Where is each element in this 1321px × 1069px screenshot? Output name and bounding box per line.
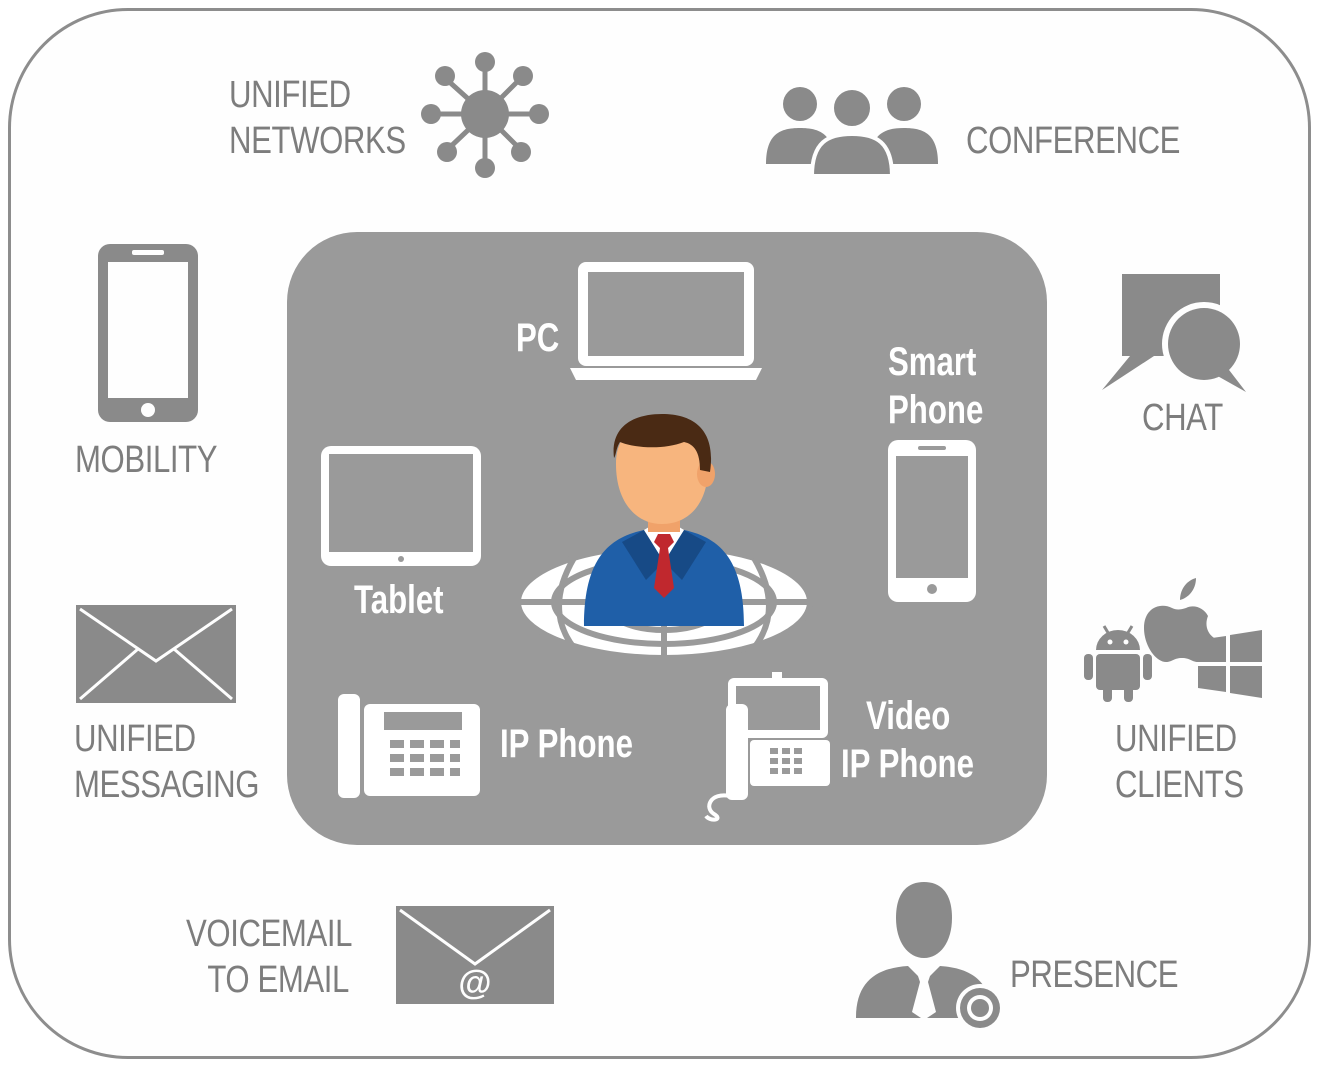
svg-text:@: @ xyxy=(458,964,491,1002)
network-hub-icon xyxy=(421,52,549,178)
label-line: IP Phone xyxy=(500,722,633,766)
label-ip-phone: IP Phone xyxy=(500,720,633,768)
smartphone-icon xyxy=(888,440,976,602)
label-voicemail-to-email: VOICEMAIL TO EMAIL xyxy=(186,911,352,1003)
label-line: CHAT xyxy=(1142,397,1223,439)
label-conference: CONFERENCE xyxy=(966,118,1180,164)
label-line: NETWORKS xyxy=(229,120,406,162)
user-presence-icon xyxy=(856,882,1004,1032)
laptop-icon xyxy=(570,262,762,380)
businessman-globe-icon xyxy=(515,414,813,661)
label-line: PRESENCE xyxy=(1010,954,1179,996)
label-unified-clients: UNIFIED CLIENTS xyxy=(1115,716,1244,808)
chat-bubbles-icon xyxy=(1102,274,1246,392)
label-unified-networks: UNIFIED NETWORKS xyxy=(229,72,406,164)
label-unified-messaging: UNIFIED MESSAGING xyxy=(74,716,259,808)
label-line: VOICEMAIL xyxy=(186,913,353,955)
label-line: Smart xyxy=(888,340,977,384)
video-phone-icon xyxy=(704,672,830,822)
label-tablet: Tablet xyxy=(354,576,444,624)
tablet-icon xyxy=(321,446,481,566)
label-presence: PRESENCE xyxy=(1010,952,1179,998)
label-line: Phone xyxy=(888,388,984,432)
label-line: Tablet xyxy=(354,578,444,622)
at-envelope-icon: @ xyxy=(396,906,554,1004)
label-chat: CHAT xyxy=(1142,395,1223,441)
label-line: CLIENTS xyxy=(1115,764,1244,806)
label-line: Video xyxy=(865,694,951,738)
label-line: UNIFIED xyxy=(1115,718,1237,760)
label-smart-phone: Smart Phone xyxy=(888,338,983,434)
label-line: PC xyxy=(516,316,560,360)
label-line: MESSAGING xyxy=(74,764,260,806)
label-video-ip-phone: Video IP Phone xyxy=(841,692,974,788)
label-line: UNIFIED xyxy=(229,74,351,116)
label-line: MOBILITY xyxy=(75,439,218,481)
label-mobility: MOBILITY xyxy=(75,437,218,483)
people-group-icon xyxy=(766,86,938,178)
desk-phone-icon xyxy=(338,694,480,798)
label-line: TO EMAIL xyxy=(207,959,349,1001)
envelope-icon xyxy=(76,605,236,703)
mobile-phone-icon xyxy=(98,244,198,422)
label-line: CONFERENCE xyxy=(966,120,1181,162)
label-line: IP Phone xyxy=(841,742,974,786)
android-apple-windows-icon xyxy=(1084,578,1262,702)
label-line: UNIFIED xyxy=(74,718,196,760)
label-pc: PC xyxy=(516,314,559,362)
